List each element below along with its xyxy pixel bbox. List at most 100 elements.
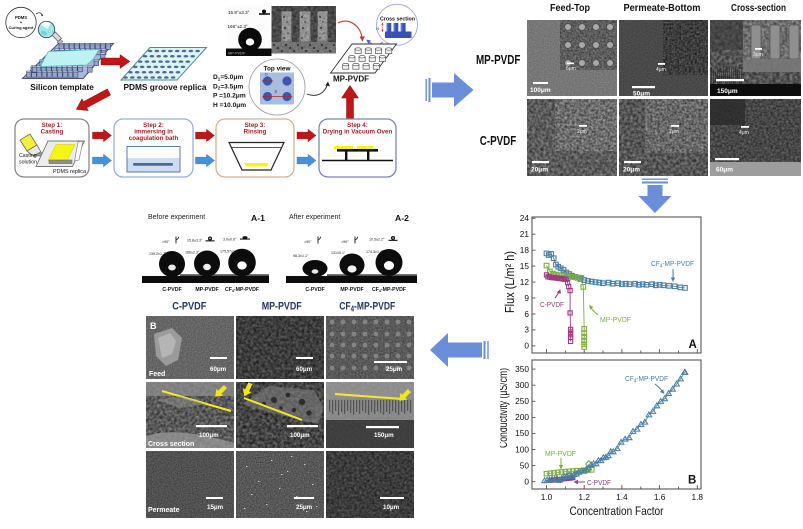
svg-text:21: 21 (520, 229, 530, 239)
svg-text:24: 24 (520, 213, 530, 223)
svg-text:50μm: 50μm (633, 91, 650, 98)
svg-text:Flux (L/m² h): Flux (L/m² h) (503, 251, 517, 313)
svg-text:D2=3.5μm: D2=3.5μm (213, 83, 243, 90)
svg-text:175.57±1.3°: 175.57±1.3° (220, 250, 240, 254)
svg-text:Step 3:: Step 3: (245, 122, 266, 129)
svg-text:B: B (150, 321, 157, 331)
svg-text:98.3±1.1°: 98.3±1.1° (293, 254, 309, 258)
svg-text:H =10.0μm: H =10.0μm (213, 102, 246, 109)
svg-text:immersing in: immersing in (134, 129, 173, 136)
svg-text:100μm: 100μm (530, 87, 551, 94)
svg-text:100μm: 100μm (199, 432, 219, 439)
svg-text:MP-PVDF: MP-PVDF (340, 287, 363, 293)
svg-text:200: 200 (515, 412, 529, 422)
svg-text:2μm: 2μm (577, 129, 587, 135)
svg-text:>90°: >90° (304, 240, 312, 244)
svg-text:25μm: 25μm (386, 366, 403, 373)
svg-text:3: 3 (524, 325, 529, 335)
svg-text:P: P (275, 90, 278, 95)
svg-text:Drying in Vacuum Oven: Drying in Vacuum Oven (323, 129, 393, 136)
svg-text:coagulation bath: coagulation bath (129, 135, 179, 142)
svg-text:CF4-MP-PVDF: CF4-MP-PVDF (651, 259, 694, 269)
svg-text:+: + (20, 20, 23, 25)
svg-text:166°±2.3°: 166°±2.3° (228, 24, 248, 29)
svg-text:15.8°±3.3°: 15.8°±3.3° (228, 10, 250, 15)
svg-text:PDMS: PDMS (15, 15, 27, 20)
svg-text:174.3±1.4°: 174.3±1.4° (366, 250, 384, 254)
svg-text:solution: solution (19, 160, 37, 166)
svg-text:Curing agent: Curing agent (9, 25, 34, 30)
svg-text:MP-PVDF: MP-PVDF (262, 301, 302, 313)
svg-text:D1=5.0μm: D1=5.0μm (213, 74, 243, 81)
svg-text:250: 250 (515, 396, 529, 406)
svg-text:139.2±1.7°: 139.2±1.7° (149, 252, 167, 256)
svg-text:131±5.1°: 131±5.1° (331, 251, 346, 255)
svg-text:B: B (688, 475, 696, 487)
svg-text:Cross section: Cross section (148, 441, 194, 448)
svg-text:Concentration Factor: Concentration Factor (570, 504, 664, 518)
svg-text:0: 0 (524, 341, 529, 351)
svg-text:0: 0 (524, 477, 529, 487)
svg-text:MP-PVDF: MP-PVDF (476, 53, 521, 67)
svg-text:Cross section: Cross section (380, 17, 415, 23)
svg-text:A-1: A-1 (251, 213, 265, 223)
svg-text:4μm: 4μm (656, 67, 666, 73)
svg-text:Step 2:: Step 2: (143, 122, 164, 129)
svg-text:1.2: 1.2 (578, 492, 590, 502)
svg-text:PDMS groove replica: PDMS groove replica (124, 82, 207, 92)
svg-text:15μm: 15μm (207, 504, 224, 511)
svg-text:12: 12 (520, 277, 530, 287)
svg-text:MP-PVDF: MP-PVDF (333, 75, 369, 84)
svg-text:Top view: Top view (264, 66, 291, 73)
svg-text:Rinsing: Rinsing (244, 129, 267, 136)
svg-text:C-PVDF: C-PVDF (162, 287, 181, 293)
svg-text:15: 15 (520, 261, 530, 271)
svg-text:15.8±3.3°: 15.8±3.3° (187, 239, 203, 243)
svg-text:MP-PVDF: MP-PVDF (228, 52, 246, 56)
svg-text:Permeate: Permeate (148, 507, 180, 514)
svg-text:50: 50 (520, 460, 530, 470)
svg-text:C-PVDF: C-PVDF (587, 478, 611, 487)
svg-text:A: A (689, 339, 697, 351)
svg-text:CF4-MP-PVDF: CF4-MP-PVDF (625, 374, 668, 384)
svg-text:MP-PVDF: MP-PVDF (600, 315, 631, 324)
svg-text:>90°: >90° (341, 240, 349, 244)
svg-text:Casting: Casting (19, 153, 37, 159)
svg-text:Step 1:: Step 1: (42, 122, 63, 129)
svg-text:>90°: >90° (162, 240, 170, 244)
svg-text:60μm: 60μm (716, 167, 733, 174)
svg-text:350: 350 (515, 364, 529, 374)
svg-text:Conductivity (μS/cm): Conductivity (μS/cm) (500, 368, 510, 448)
svg-text:20μm: 20μm (623, 167, 640, 174)
svg-text:1.4: 1.4 (616, 492, 628, 502)
svg-text:1.0: 1.0 (541, 492, 553, 502)
svg-text:100: 100 (515, 444, 529, 454)
svg-text:5μm: 5μm (566, 66, 576, 72)
svg-text:150μm: 150μm (717, 88, 738, 95)
svg-text:After experiment: After experiment (289, 214, 340, 221)
svg-text:C-PVDF: C-PVDF (540, 300, 564, 309)
svg-text:6: 6 (524, 309, 529, 319)
svg-text:10.5±2.2°: 10.5±2.2° (369, 238, 385, 242)
svg-text:Feed-Top: Feed-Top (550, 3, 590, 14)
svg-text:1.6: 1.6 (654, 492, 666, 502)
svg-text:150: 150 (515, 428, 529, 438)
svg-text:C-PVDF: C-PVDF (480, 134, 517, 148)
svg-text:C-PVDF: C-PVDF (305, 287, 324, 293)
svg-text:Casting: Casting (41, 129, 64, 136)
svg-text:60μm: 60μm (210, 366, 227, 373)
svg-text:MP-PVDF: MP-PVDF (195, 287, 218, 293)
svg-text:MP-PVDF: MP-PVDF (545, 449, 576, 458)
svg-text:P =10.2μm: P =10.2μm (213, 93, 246, 100)
svg-text:Step 4:: Step 4: (347, 122, 368, 129)
svg-text:A-2: A-2 (395, 213, 409, 223)
svg-text:PDMS replica: PDMS replica (53, 169, 86, 175)
svg-text:H: H (376, 27, 379, 31)
svg-text:300: 300 (515, 380, 529, 390)
svg-text:Permeate-Bottom: Permeate-Bottom (624, 3, 701, 14)
svg-text:25μm: 25μm (296, 504, 313, 511)
svg-text:CF4-MP-PVDF: CF4-MP-PVDF (225, 287, 259, 293)
svg-text:Cross-section: Cross-section (731, 3, 786, 14)
svg-text:3μm: 3μm (753, 52, 763, 58)
svg-text:CF4-MP-PVDF: CF4-MP-PVDF (372, 287, 406, 293)
